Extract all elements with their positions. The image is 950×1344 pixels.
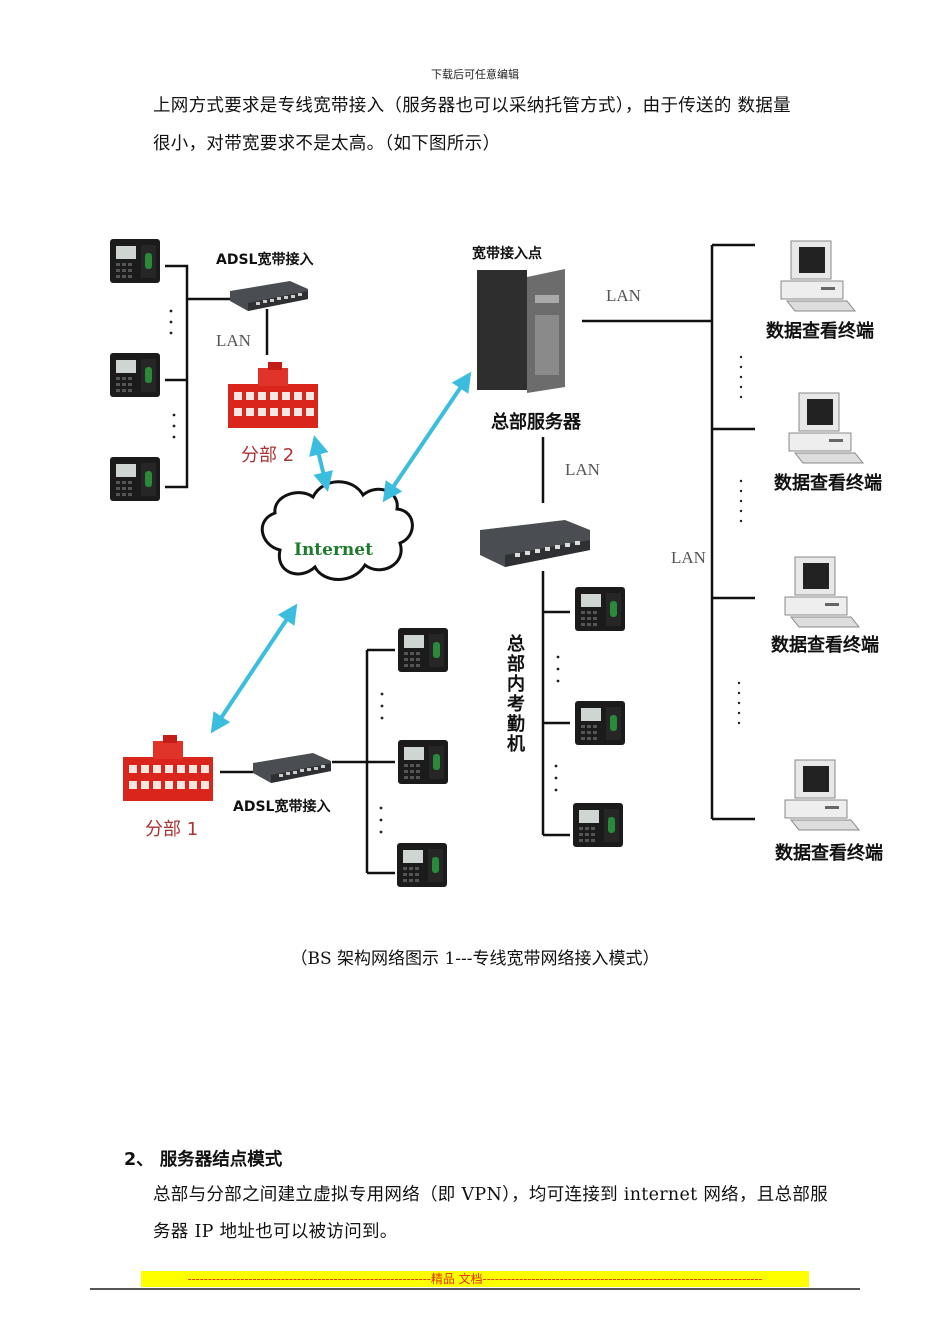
intro-line-1: 上网方式要求是专线宽带接入（服务器也可以采纳托管方式），由于传送的 数据量 [153,96,791,116]
terminal-pc-4 [784,759,860,831]
hq-access-point-label: 宽带接入点 [472,246,542,262]
terminal-pc-3 [784,556,860,628]
internet-label: Internet [294,540,373,560]
terminal-label-3: 数据查看终端 [771,635,879,656]
figure-caption: （BS 架构网络图示 1---专线宽带网络接入模式） [290,949,660,969]
branch2-adsl-label: ADSL宽带接入 [216,252,314,268]
footer-banner: ----------------------------------------… [141,1271,809,1287]
hq-lan-switch-label: LAN [565,460,600,479]
branch2-attendance-device-3 [110,457,160,501]
branch2-adsl-router [230,281,308,311]
internet-cloud [260,480,414,581]
branch2-attendance-device-1 [110,239,160,283]
section-heading: 2、 服务器结点模式 [124,1150,283,1170]
hq-lan-bus-label: LAN [671,548,706,567]
hq-lan-terminals-label: LAN [606,286,641,305]
branch1-name: 分部 1 [145,819,199,840]
section-line-2: 务器 IP 地址也可以被访问到。 [153,1222,398,1242]
link-internet-server [382,371,472,503]
footer-rule [90,1288,860,1290]
branch1-attendance-device-2 [398,740,448,784]
branch1-attendance-device-3 [397,843,447,887]
terminal-label-1: 数据查看终端 [766,321,874,342]
branch2-name: 分部 2 [241,445,295,466]
branch2-lan-label: LAN [216,331,251,350]
branch1-adsl-label: ADSL宽带接入 [233,799,331,815]
page-header-note: 下载后可任意编辑 [431,68,519,81]
branch2-attendance-device-2 [110,353,160,397]
link-internet-branch1 [210,603,298,734]
diagram-lines [110,239,864,887]
hq-attendance-device-1 [575,587,625,631]
terminal-label-2: 数据查看终端 [774,473,882,494]
terminal-label-4: 数据查看终端 [775,843,883,864]
terminal-pc-2 [788,392,864,464]
hq-server [477,269,565,393]
section-line-1: 总部与分部之间建立虚拟专用网络（即 VPN），均可连接到 internet 网络… [153,1185,828,1205]
terminal-pc-1 [780,240,856,312]
hq-attendance-device-3 [573,803,623,847]
hq-switch [480,520,590,567]
branch1-building [123,735,213,801]
intro-line-2: 很小，对带宽要求不是太高。（如下图所示） [153,134,501,154]
network-diagram: ADSL宽带接入 LAN 分部 2 Internet 宽带接入点 总部服务器 L… [95,225,905,905]
branch1-adsl-router [253,753,331,783]
hq-attendance-label: 总部内考勤机 [507,634,525,755]
hq-attendance-device-2 [575,701,625,745]
branch1-attendance-device-1 [398,628,448,672]
link-branch2-internet [309,435,333,492]
branch2-building [228,362,318,428]
hq-server-label: 总部服务器 [491,412,581,433]
